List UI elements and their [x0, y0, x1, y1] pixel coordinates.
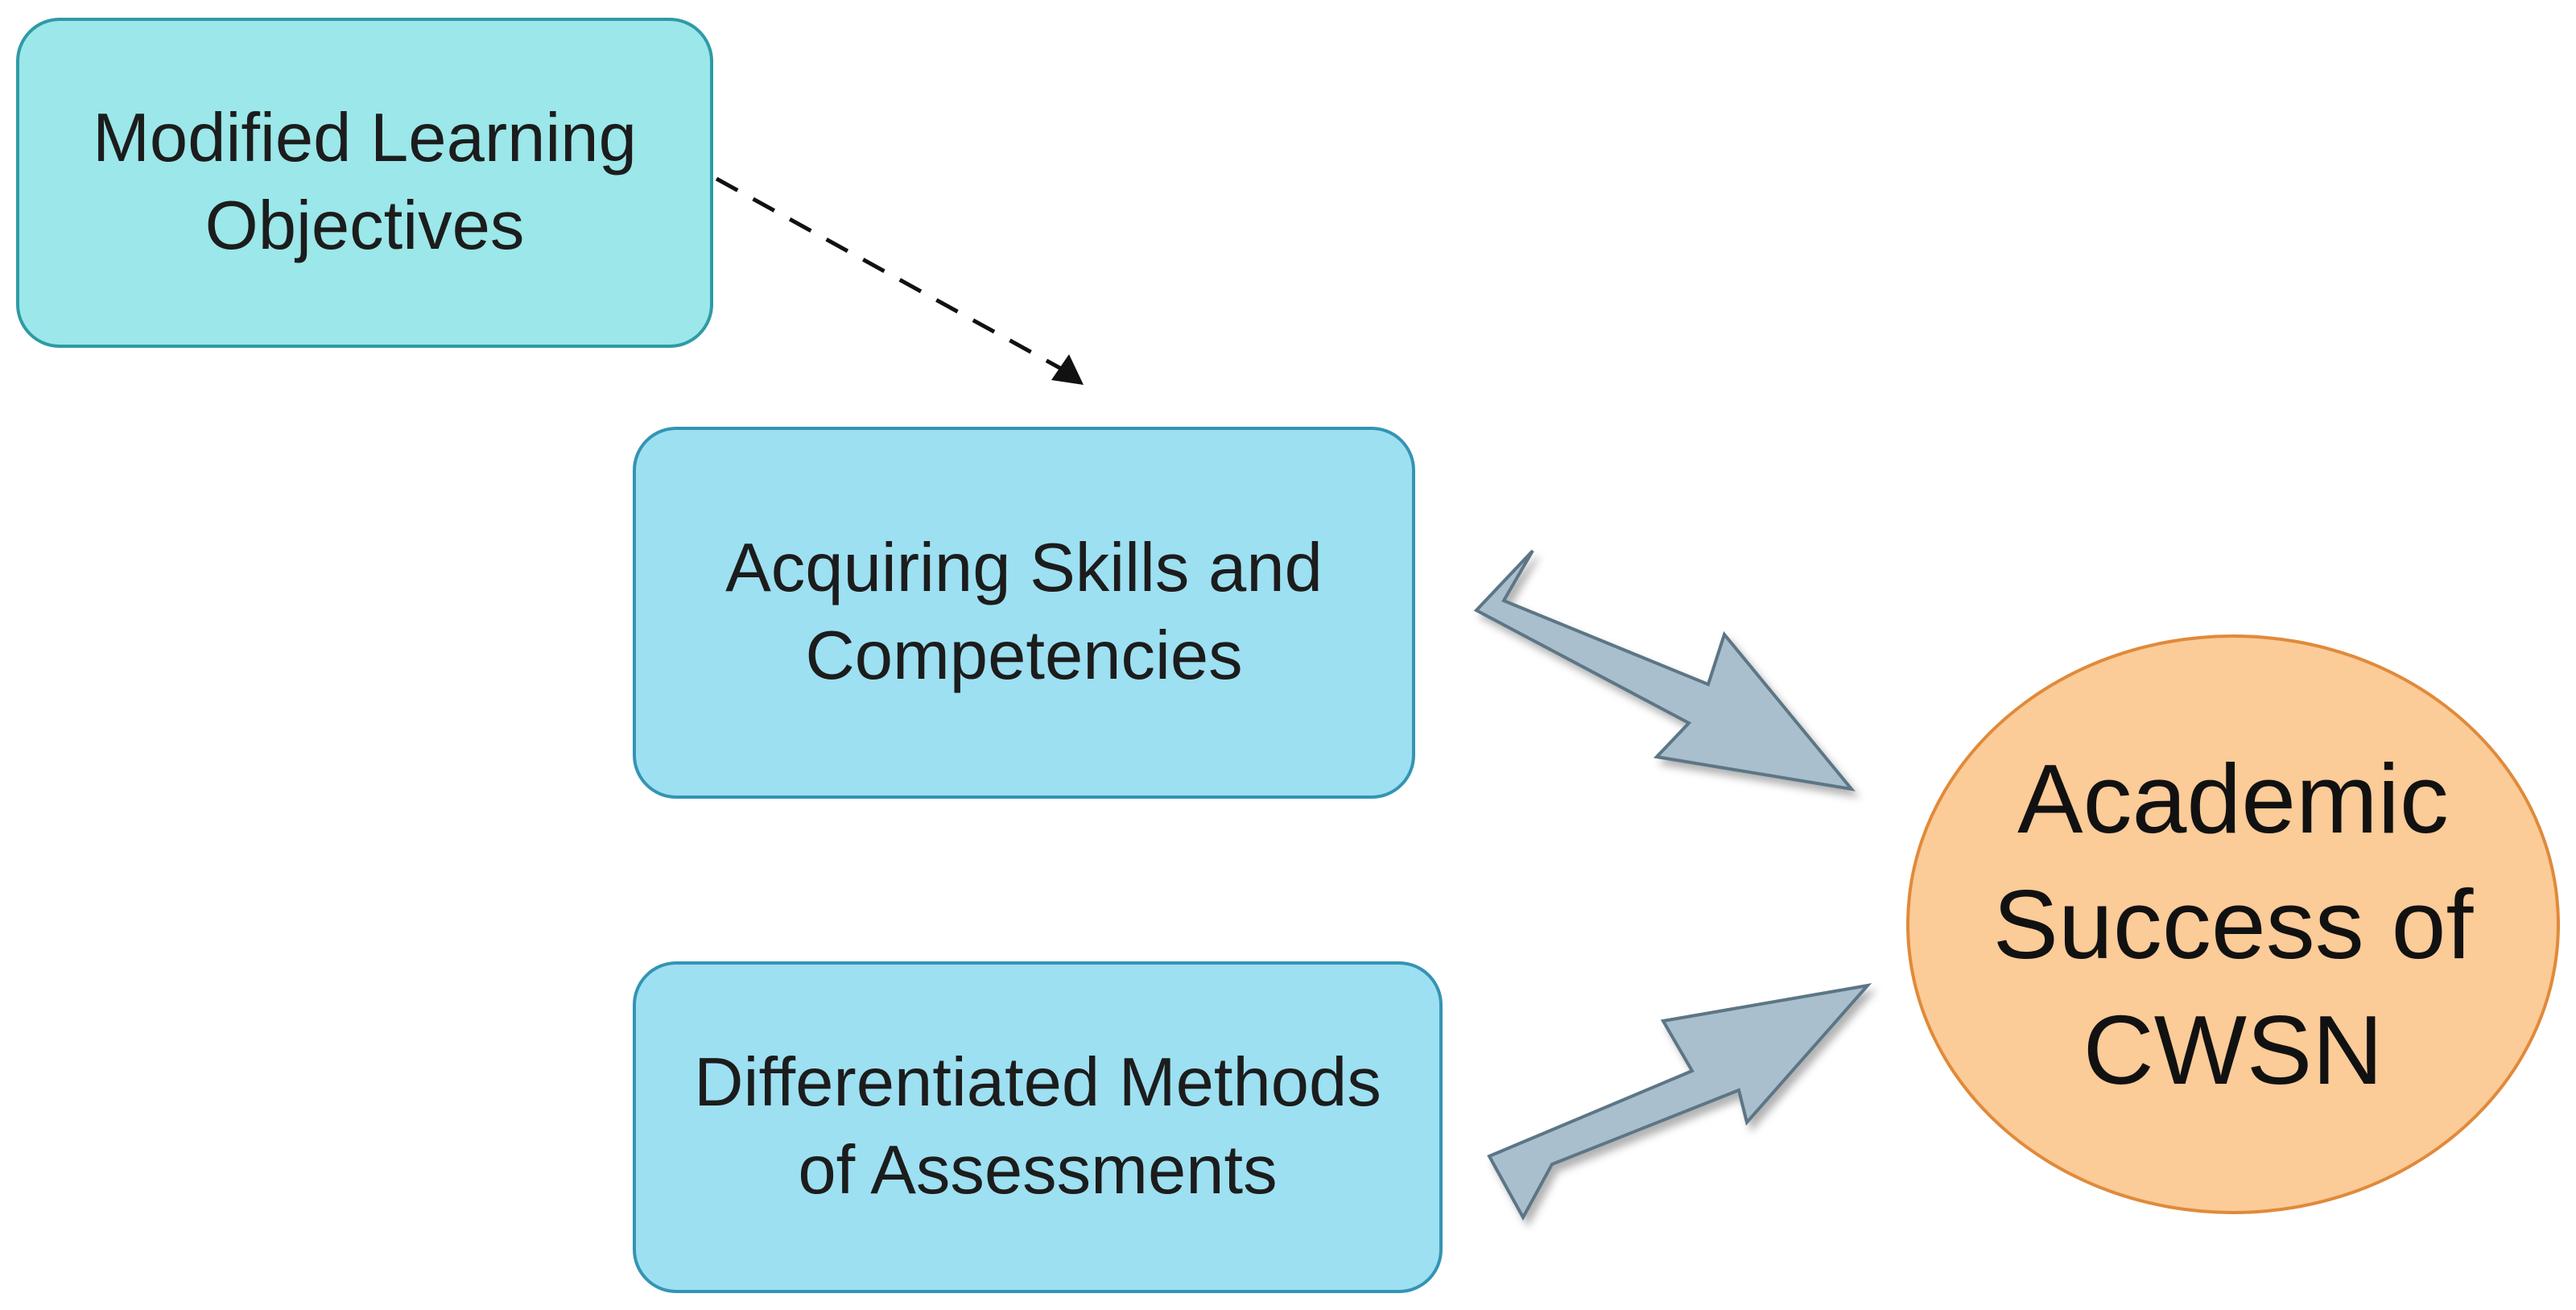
node-label-academic-success-of-cwsn: Academic Success of CWSN	[1992, 743, 2474, 1105]
dashed-connector-arrowhead	[1051, 354, 1084, 385]
dashed-connector-objectives-to-skills	[715, 176, 1066, 373]
node-label-modified-learning-objectives: Modified Learning Objectives	[93, 100, 637, 264]
block-arrow-assessments-to-outcome	[1487, 983, 1872, 1221]
node-differentiated-methods-of-assessments: Differentiated Methods of Assessments	[633, 961, 1443, 1293]
node-label-acquiring-skills-and-competencies: Acquiring Skills and Competencies	[725, 530, 1323, 694]
node-modified-learning-objectives: Modified Learning Objectives	[16, 18, 713, 348]
block-arrow-skills-to-outcome	[1473, 549, 1856, 791]
node-acquiring-skills-and-competencies: Acquiring Skills and Competencies	[633, 427, 1415, 799]
node-academic-success-of-cwsn: Academic Success of CWSN	[1906, 634, 2560, 1214]
node-label-differentiated-methods-of-assessments: Differentiated Methods of Assessments	[694, 1044, 1381, 1209]
